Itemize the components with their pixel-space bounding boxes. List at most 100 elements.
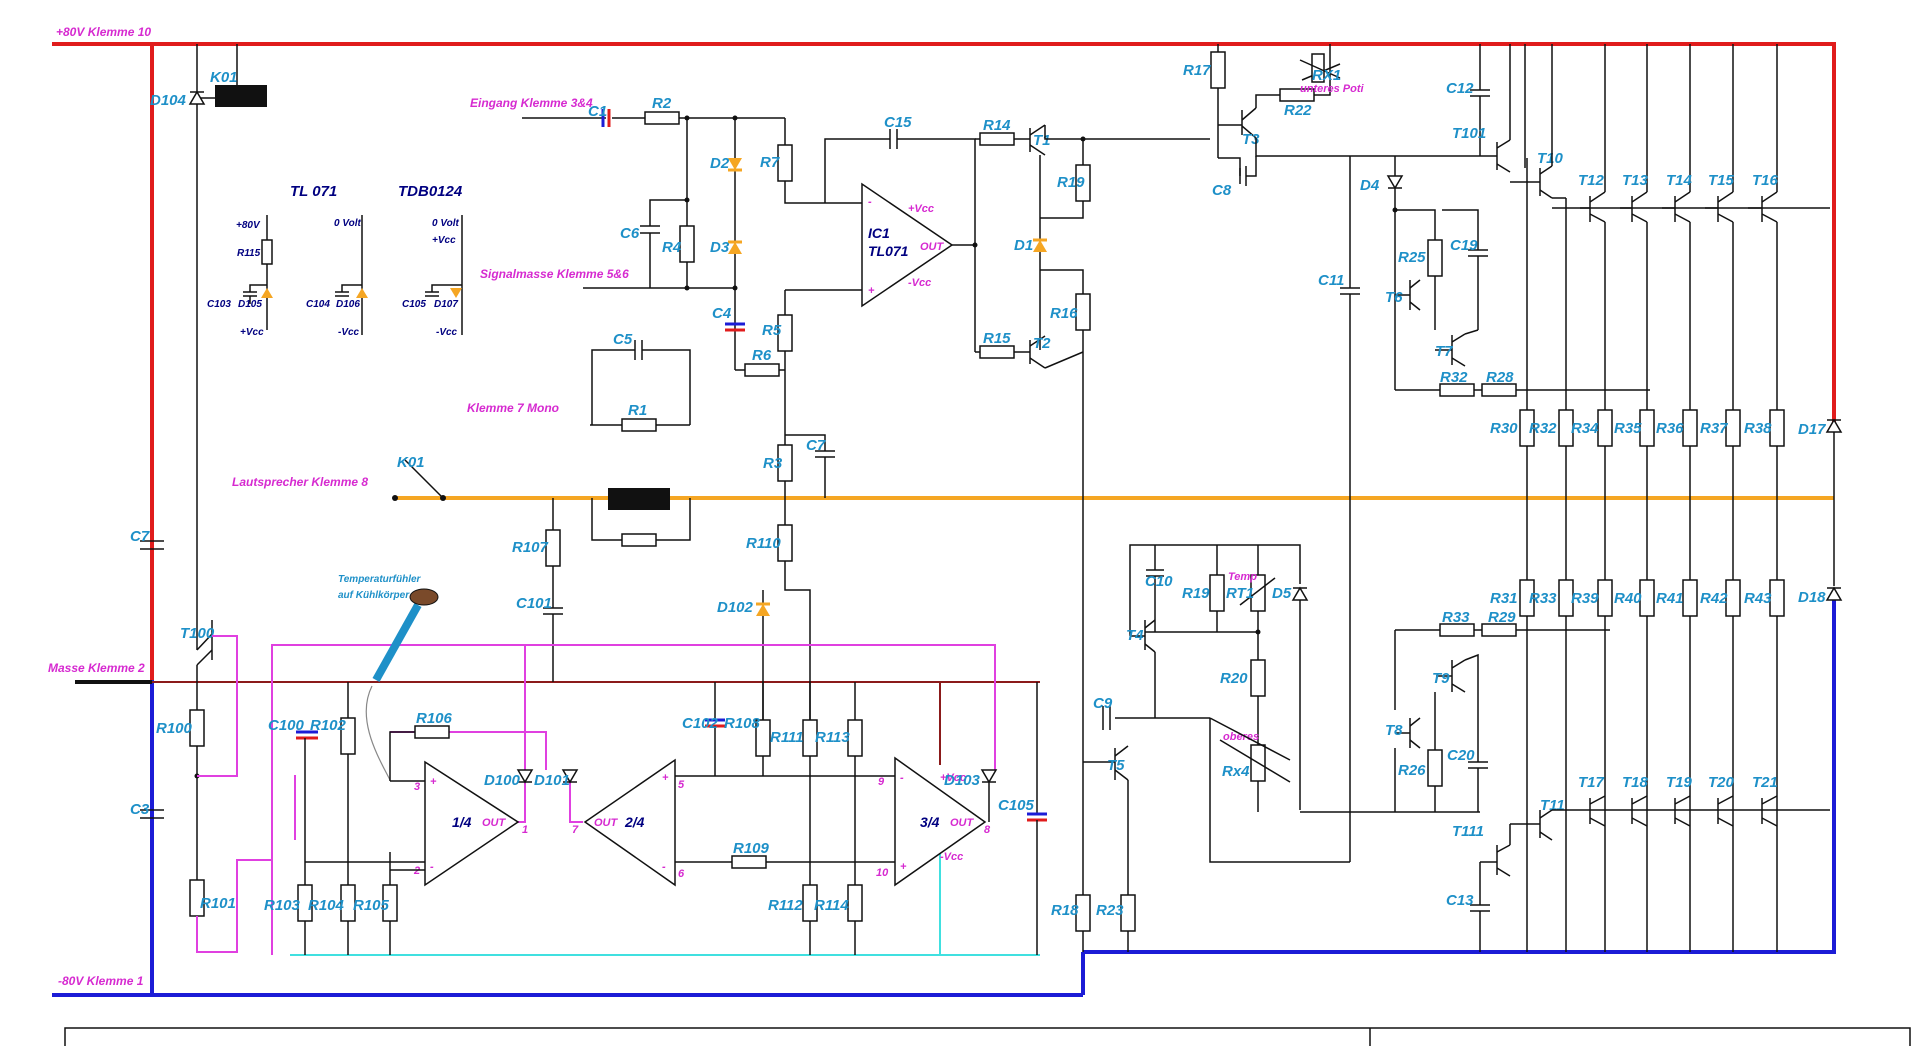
label-d17: D17 bbox=[1798, 421, 1826, 438]
label-k01-switch: K01 bbox=[397, 454, 425, 471]
label-d101: D101 bbox=[534, 772, 570, 789]
opamp-a3-pin-minus: 9 bbox=[878, 776, 885, 788]
d104-diode bbox=[188, 90, 206, 105]
label-r7: R7 bbox=[760, 154, 780, 171]
label-c13: C13 bbox=[1446, 892, 1474, 909]
opamp-a2-pin-out: 7 bbox=[572, 824, 579, 836]
terminal-neg: -80V Klemme 1 bbox=[58, 974, 144, 988]
label-c20: C20 bbox=[1447, 747, 1475, 764]
label-r23: R23 bbox=[1096, 902, 1124, 919]
reference-legend: TL 071 TDB0124 +80V R115 C103 D105 +Vcc … bbox=[207, 183, 463, 338]
label-t111: T111 bbox=[1452, 823, 1484, 840]
label-r103: R103 bbox=[264, 897, 301, 914]
label-r15: R15 bbox=[983, 330, 1011, 347]
label-c6: C6 bbox=[620, 225, 640, 242]
label-t1: T1 bbox=[1033, 132, 1051, 149]
legend-tdb0124-title: TDB0124 bbox=[398, 183, 463, 200]
title-block bbox=[64, 1027, 1911, 1046]
ic1-plus: + bbox=[868, 285, 875, 297]
label-c100: C100 bbox=[268, 717, 305, 734]
driver-stage: R14 T1 R19 D1 R16 R15 T2 R18 bbox=[975, 117, 1210, 952]
label-c9: C9 bbox=[1093, 695, 1113, 712]
label-t17: T17 bbox=[1578, 774, 1605, 791]
label-c7-left: C7 bbox=[130, 528, 150, 545]
ic1-name: IC1 bbox=[868, 225, 890, 241]
label-c1: C1 bbox=[588, 103, 607, 120]
legend-vcc-pos: +Vcc bbox=[240, 327, 264, 338]
label-c4: C4 bbox=[712, 305, 732, 322]
label-r102: R102 bbox=[310, 717, 347, 734]
label-r100: R100 bbox=[156, 720, 193, 737]
terminal-mono: Klemme 7 Mono bbox=[467, 401, 559, 415]
label-t11: T11 bbox=[1540, 797, 1565, 814]
label-r32-b: R32 bbox=[1529, 420, 1557, 437]
label-t7: T7 bbox=[1435, 343, 1453, 360]
legend-vcc-neg-b: -Vcc bbox=[436, 327, 458, 338]
ic1-type: TL071 bbox=[868, 243, 909, 259]
label-r6: R6 bbox=[752, 347, 772, 364]
opamp-a1-name: 1/4 bbox=[452, 814, 472, 830]
ic1-opamp: - + IC1 TL071 OUT +Vcc -Vcc C15 bbox=[824, 114, 978, 352]
label-r109: R109 bbox=[733, 840, 770, 857]
label-t2: T2 bbox=[1033, 335, 1051, 352]
label-c8: C8 bbox=[1212, 182, 1232, 199]
terminal-input: Eingang Klemme 3&4 bbox=[470, 96, 593, 110]
label-r19: R19 bbox=[1057, 174, 1085, 191]
legend-c103: C103 bbox=[207, 299, 231, 310]
legend-c104: C104 bbox=[306, 299, 330, 310]
terminal-speaker: Lautsprecher Klemme 8 bbox=[232, 475, 368, 489]
output-neg-transistors: T17 T18 T19 T20 T21 bbox=[1578, 774, 1778, 827]
label-c15: C15 bbox=[884, 114, 912, 131]
vbe-multiplier: D4 R25 C19 T6 T7 R32 R28 C11 bbox=[1318, 156, 1650, 397]
label-r107: R107 bbox=[512, 539, 549, 556]
emitter-resistors-top: R30 R32 R34 R35 R36 R37 R38 bbox=[1490, 409, 1785, 447]
label-r3: R3 bbox=[763, 455, 783, 472]
label-r28: R28 bbox=[1486, 369, 1514, 386]
label-rt1: RT1 bbox=[1226, 585, 1254, 602]
label-d2: D2 bbox=[710, 155, 730, 172]
label-r43: R43 bbox=[1744, 590, 1772, 607]
legend-c105: C105 bbox=[402, 299, 426, 310]
label-c3: C3 bbox=[130, 801, 150, 818]
relay-coil bbox=[215, 85, 267, 107]
label-rx1: RX1 bbox=[1312, 67, 1341, 84]
label-r30: R30 bbox=[1490, 420, 1518, 437]
label-d102: D102 bbox=[717, 599, 754, 616]
opamp-a3-pin-plus: 10 bbox=[876, 867, 889, 879]
legend-vcc-pos-b: +Vcc bbox=[432, 235, 456, 246]
label-c10: C10 bbox=[1145, 573, 1173, 590]
label-t9: T9 bbox=[1432, 670, 1450, 687]
label-r111: R111 bbox=[770, 729, 804, 746]
label-r108: R108 bbox=[724, 715, 761, 732]
opamp-a2-minus: - bbox=[662, 861, 666, 873]
label-r42: R42 bbox=[1700, 590, 1728, 607]
legend-tl071-title: TL 071 bbox=[290, 183, 337, 200]
note-temp: Temp bbox=[1228, 571, 1257, 583]
label-r101: R101 bbox=[200, 895, 236, 912]
label-r19-b: R19 bbox=[1182, 585, 1210, 602]
label-t6: T6 bbox=[1385, 289, 1403, 306]
label-c11: C11 bbox=[1318, 272, 1344, 289]
opamp-a1-pin-minus: 2 bbox=[413, 865, 420, 877]
label-t19: T19 bbox=[1666, 774, 1693, 791]
label-r34: R34 bbox=[1571, 420, 1599, 437]
output-inductor bbox=[608, 488, 670, 510]
legend-d106: D106 bbox=[336, 299, 360, 310]
label-d100: D100 bbox=[484, 772, 521, 789]
label-t16: T16 bbox=[1752, 172, 1779, 189]
legend-d107: D107 bbox=[434, 299, 458, 310]
label-d103: D103 bbox=[944, 772, 981, 789]
opamp-a3-plus: + bbox=[900, 861, 907, 873]
opamp-a1-plus: + bbox=[430, 776, 437, 788]
label-t12: T12 bbox=[1578, 172, 1605, 189]
label-r112: R112 bbox=[768, 897, 803, 914]
label-r104: R104 bbox=[308, 897, 345, 914]
terminal-pos: +80V Klemme 10 bbox=[56, 25, 151, 39]
label-r31: R31 bbox=[1490, 590, 1518, 607]
terminal-signal-ground: Signalmasse Klemme 5&6 bbox=[480, 267, 629, 281]
label-t100: T100 bbox=[180, 625, 215, 642]
label-t8: T8 bbox=[1385, 722, 1403, 739]
label-c105: C105 bbox=[998, 797, 1035, 814]
label-t13: T13 bbox=[1622, 172, 1649, 189]
label-d18: D18 bbox=[1798, 589, 1826, 606]
